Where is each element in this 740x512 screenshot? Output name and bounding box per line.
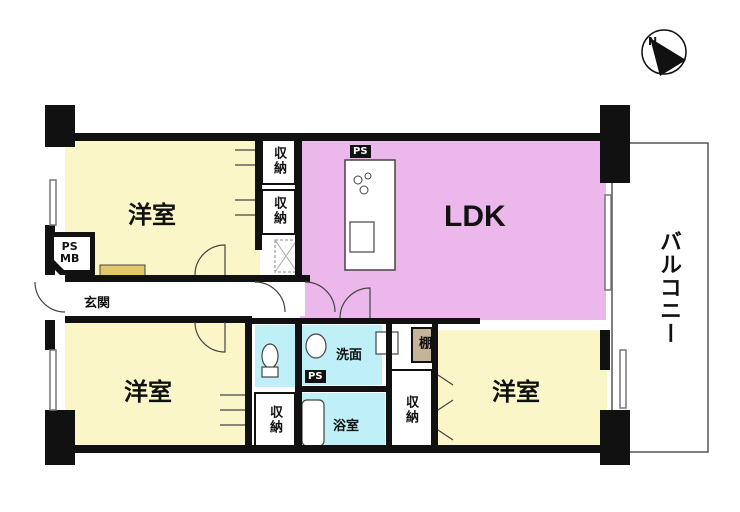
- closet-box-1: [261, 139, 296, 185]
- compass-north-icon: [641, 29, 687, 76]
- room-label-balcony: バルコニー: [656, 230, 681, 345]
- stove-burner: [359, 185, 369, 195]
- closet-label-1: 収納: [271, 146, 286, 176]
- closet-box-2: [261, 189, 296, 235]
- kitchen-sink: [349, 221, 375, 253]
- washbasin: [305, 333, 327, 359]
- room-label-washroom: 洗面: [336, 348, 363, 363]
- closet-label-3: 収納: [267, 405, 282, 435]
- compass-letter: N: [648, 35, 658, 48]
- closet-label-4: 収納: [403, 395, 418, 425]
- shaft-label-ps-toilet: PS: [305, 370, 326, 383]
- closet-label-2: 収納: [271, 196, 286, 226]
- stove-burner: [364, 172, 372, 180]
- room-fill-hallway: [65, 282, 305, 316]
- room-label-shelf: 棚: [416, 336, 431, 351]
- shaft-label-ps-kitchen: PS: [350, 145, 371, 158]
- room-fill-western-1: [65, 140, 260, 275]
- closet-box-3: [254, 392, 296, 451]
- room-label-bathroom: 浴室: [333, 419, 360, 434]
- room-fill-western-2: [65, 320, 250, 450]
- shaft-label-ps-mb: PS MB: [60, 240, 80, 265]
- toilet-tank: [261, 366, 279, 378]
- windows: [49, 179, 627, 411]
- stove-burner: [353, 175, 363, 185]
- balcony-area: [611, 142, 709, 453]
- kitchen-counter: [344, 159, 396, 271]
- room-fill-western-3: [435, 330, 607, 450]
- ps-box-cross: [274, 239, 298, 273]
- room-label-western-3: 洋室: [492, 378, 540, 406]
- room-label-entrance: 玄関: [84, 296, 111, 311]
- door-swings: [34, 149, 454, 441]
- room-label-western-1: 洋室: [128, 201, 176, 229]
- room-label-ldk: LDK: [444, 200, 506, 233]
- ps-mb-box: [54, 237, 90, 270]
- room-label-western-2: 洋室: [124, 378, 172, 406]
- toilet-bowl: [261, 343, 279, 369]
- bathtub: [301, 399, 325, 447]
